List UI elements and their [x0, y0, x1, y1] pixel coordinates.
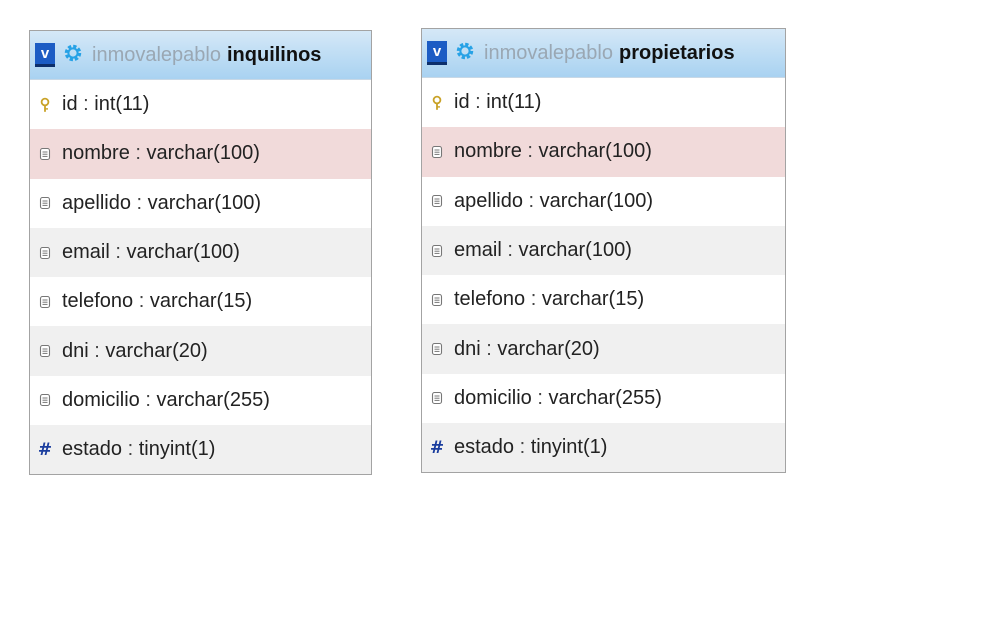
column-separator: : [521, 140, 539, 163]
column-type: varchar(20) [105, 339, 208, 362]
column-separator: : [514, 436, 531, 459]
text-column-icon [429, 292, 445, 308]
column-name: apellido [454, 189, 523, 212]
column-name: id [454, 91, 470, 114]
column-name: estado [62, 438, 123, 461]
column-row-id[interactable]: id : int(11) [422, 78, 785, 127]
column-row-estado[interactable]: # estado : tinyint(1) [30, 425, 371, 475]
text-column-icon [37, 343, 53, 359]
column-separator: : [109, 241, 127, 264]
column-type: varchar(100) [539, 189, 654, 212]
key-icon [429, 95, 445, 111]
column-separator: : [122, 438, 139, 461]
column-separator: : [531, 386, 549, 409]
column-separator: : [130, 191, 148, 214]
column-row-email[interactable]: email : varchar(100) [422, 225, 785, 276]
toggle-button[interactable]: v [427, 41, 447, 65]
column-type: varchar(20) [497, 337, 600, 360]
text-column-icon [429, 390, 445, 406]
column-row-email[interactable]: email : varchar(100) [30, 227, 371, 278]
column-type: varchar(100) [518, 239, 632, 262]
column-type: int(11) [486, 91, 542, 114]
numeric-column-icon: # [429, 437, 445, 458]
column-type: varchar(100) [146, 142, 260, 165]
column-list: id : int(11)nombre : varchar(100)apellid… [30, 80, 371, 475]
database-name: inmovalepablo [92, 43, 221, 66]
column-name: id [62, 93, 78, 116]
text-column-icon [429, 341, 445, 357]
column-separator: : [139, 388, 157, 411]
column-type: varchar(15) [541, 288, 645, 311]
column-type: varchar(255) [156, 388, 270, 411]
column-type: varchar(100) [538, 140, 652, 163]
gear-icon[interactable] [63, 43, 92, 68]
column-name: dni [454, 337, 481, 360]
column-separator: : [469, 91, 487, 114]
column-name: domicilio [454, 386, 532, 409]
key-icon [37, 97, 53, 113]
column-name: apellido [62, 191, 131, 214]
column-list: id : int(11)nombre : varchar(100)apellid… [422, 78, 785, 473]
column-separator: : [77, 93, 95, 116]
column-row-nombre[interactable]: nombre : varchar(100) [30, 129, 371, 179]
column-name: email [454, 239, 502, 262]
column-separator: : [129, 142, 147, 165]
column-row-apellido[interactable]: apellido : varchar(100) [422, 177, 785, 226]
numeric-column-icon: # [37, 439, 53, 460]
column-name: telefono [62, 290, 134, 313]
table-name: propietarios [618, 41, 735, 64]
column-row-apellido[interactable]: apellido : varchar(100) [30, 179, 371, 228]
text-column-icon [429, 243, 445, 259]
column-row-dni[interactable]: dni : varchar(20) [30, 326, 371, 376]
toggle-button[interactable]: v [35, 43, 55, 67]
table-header[interactable]: v inmovalepablo propietarios [422, 29, 785, 78]
column-type: varchar(100) [126, 241, 240, 264]
column-row-telefono[interactable]: telefono : varchar(15) [30, 277, 371, 326]
table-propietarios[interactable]: v inmovalepablo propietarios id : int(11… [421, 28, 786, 474]
column-name: estado [454, 436, 515, 459]
column-name: telefono [454, 288, 526, 311]
column-name: domicilio [62, 388, 140, 411]
column-separator: : [525, 288, 542, 311]
table-name: inquilinos [226, 43, 322, 66]
column-separator: : [88, 339, 106, 362]
table-inquilinos[interactable]: v inmovalepablo inquilinos id : int(11)n… [29, 30, 372, 476]
table-header[interactable]: v inmovalepablo inquilinos [30, 31, 371, 80]
text-column-icon [37, 195, 53, 211]
column-name: dni [62, 339, 89, 362]
database-name: inmovalepablo [484, 41, 613, 64]
column-type: varchar(15) [149, 290, 253, 313]
column-separator: : [133, 290, 150, 313]
text-column-icon [37, 245, 53, 261]
column-type: int(11) [94, 93, 150, 116]
column-separator: : [522, 189, 540, 212]
column-name: nombre [454, 140, 522, 163]
text-column-icon [429, 193, 445, 209]
column-name: email [62, 241, 110, 264]
column-row-domicilio[interactable]: domicilio : varchar(255) [422, 374, 785, 423]
gear-icon[interactable] [455, 41, 484, 66]
text-column-icon [429, 144, 445, 160]
column-row-nombre[interactable]: nombre : varchar(100) [422, 127, 785, 177]
column-type: varchar(255) [548, 386, 662, 409]
column-type: tinyint(1) [138, 438, 216, 461]
column-separator: : [501, 239, 519, 262]
text-column-icon [37, 146, 53, 162]
text-column-icon [37, 392, 53, 408]
column-type: varchar(100) [147, 191, 262, 214]
column-row-dni[interactable]: dni : varchar(20) [422, 324, 785, 374]
column-row-telefono[interactable]: telefono : varchar(15) [422, 275, 785, 324]
column-type: tinyint(1) [530, 436, 608, 459]
column-row-estado[interactable]: # estado : tinyint(1) [422, 423, 785, 473]
text-column-icon [37, 294, 53, 310]
column-separator: : [480, 337, 498, 360]
column-row-domicilio[interactable]: domicilio : varchar(255) [30, 376, 371, 425]
column-row-id[interactable]: id : int(11) [30, 80, 371, 129]
column-name: nombre [62, 142, 130, 165]
